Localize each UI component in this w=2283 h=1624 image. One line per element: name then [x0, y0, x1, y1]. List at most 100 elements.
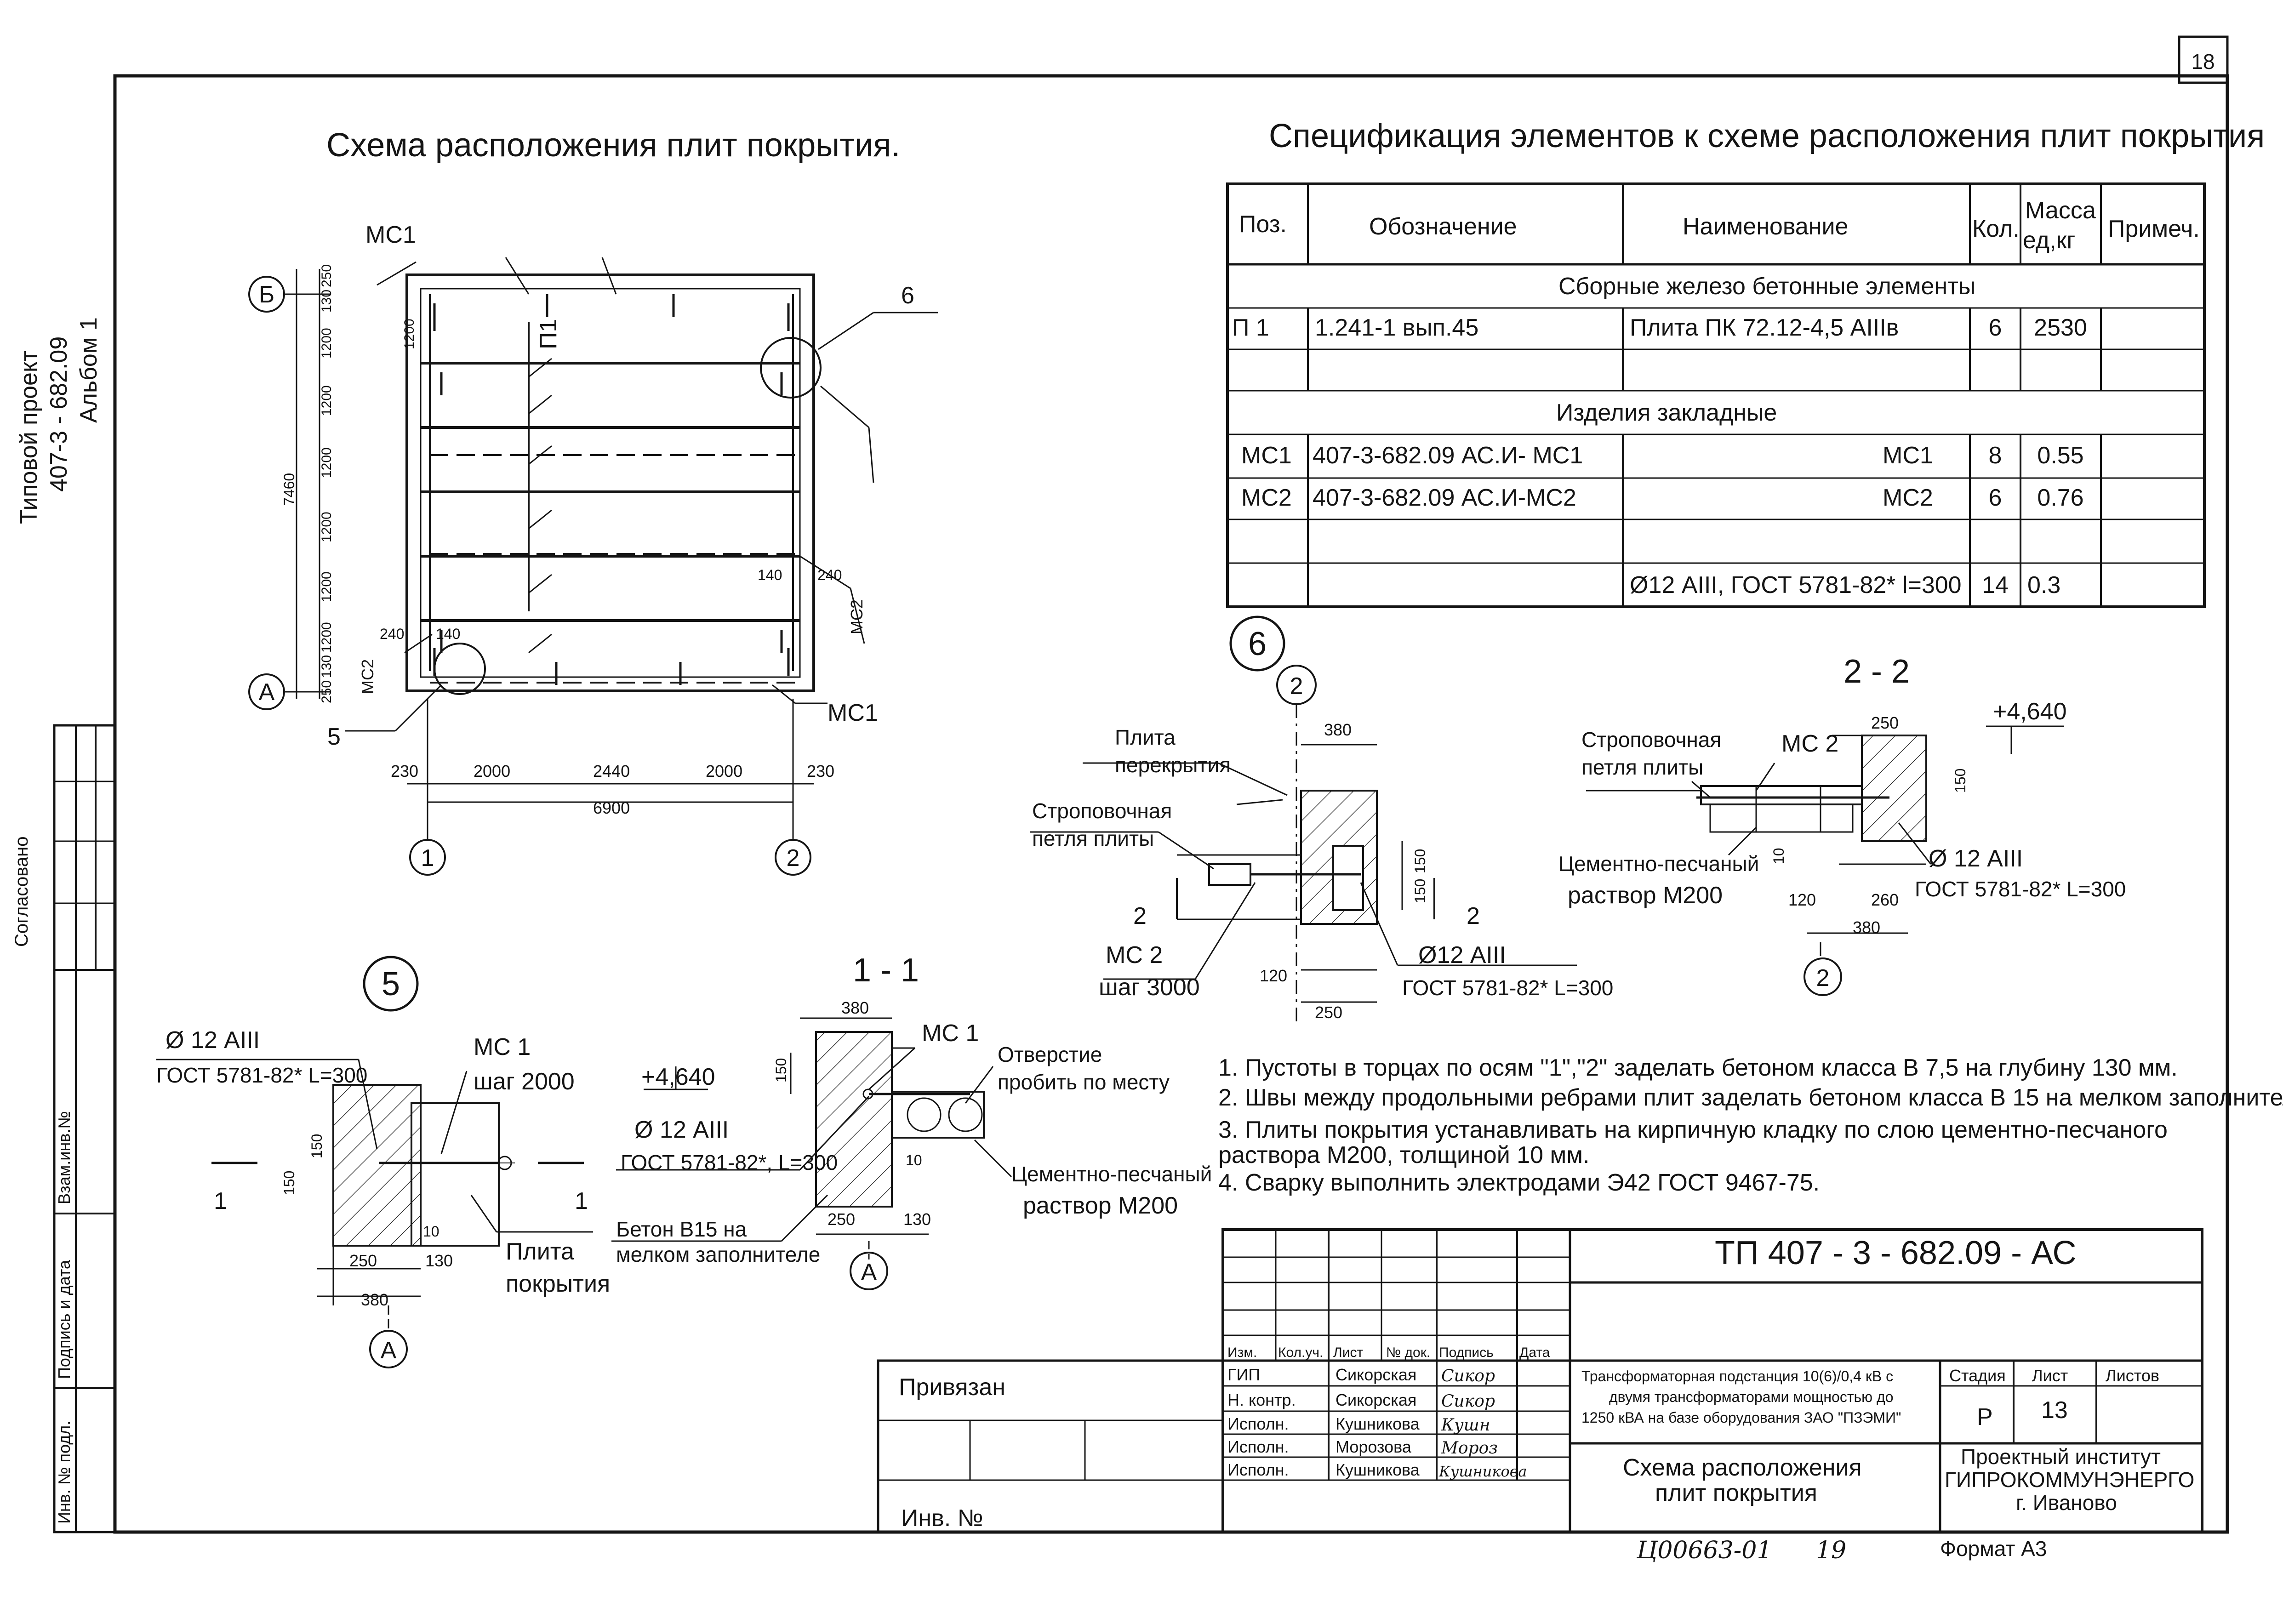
spec-section-1: Сборные железо бетонные элементы [1558, 273, 1975, 300]
spec-h-pos: Поз. [1239, 211, 1287, 238]
label-mc2-left: МС2 [358, 659, 377, 694]
section11-mc1: МС 1 [922, 1020, 979, 1047]
tb-h-izm: Изм. [1227, 1345, 1257, 1360]
dim-2000-left: 2000 [474, 762, 510, 781]
dim-240-left: 240 [380, 626, 404, 642]
note-3-cont: раствора М200, толщиной 10 мм. [1218, 1142, 1589, 1168]
detail5-mc1: МС 1 [474, 1034, 531, 1060]
detail-5: 5 А Ø 12 АIII ГОСТ 5781-82* L=300 МС 1 ш… [156, 956, 610, 1368]
tb-sheets-h: Листов [2106, 1366, 2159, 1385]
tb-stage-h: Стадия [1949, 1366, 2006, 1385]
tb-sign-1: Сикор [1441, 1367, 1495, 1385]
note-4: 4. Сварку выполнить электродами Э42 ГОСТ… [1218, 1169, 1820, 1196]
spec-r1-qty: 6 [1989, 314, 2002, 341]
note-1: 1. Пустоты в торцах по осям "1","2" заде… [1218, 1054, 2178, 1081]
detail6-loop-2: петля плиты [1032, 826, 1154, 850]
section11-d10: 10 [906, 1152, 922, 1168]
callout-5-plan: 5 [327, 724, 341, 750]
section11-d130: 130 [903, 1210, 931, 1229]
axis-b-label: Б [259, 281, 274, 308]
tb-org-2: ГИПРОКОММУНЭНЕРГО [1945, 1468, 2194, 1492]
label-mc2-right: МС2 [847, 599, 866, 634]
spec-r4-mass: 0.3 [2027, 572, 2060, 598]
tb-object-3: 1250 кВА на базе оборудования ЗАО "ПЗЭМИ… [1581, 1409, 1901, 1426]
tb-h-sign: Подпись [1439, 1345, 1494, 1360]
spec-r4-name: Ø12 АIII, ГОСТ 5781-82* l=300 [1630, 572, 1962, 598]
slab-layout-plan [345, 257, 938, 732]
note-3: 3. Плиты покрытия устанавливать на кирпи… [1218, 1117, 2168, 1143]
detail6-d120: 120 [1260, 966, 1287, 985]
inv-orig-label: Инв. № подл. [55, 1421, 74, 1524]
detail6-plate-2: перекрытия [1115, 753, 1231, 777]
spec-r3-mass: 0.76 [2037, 484, 2083, 511]
section22-mortar-2: раствор М200 [1568, 882, 1723, 909]
detail6-d150a: 150 [1412, 849, 1428, 873]
callout-6-plan: 6 [901, 282, 914, 309]
tb-name-5: Кушникова [1336, 1460, 1420, 1479]
dim-250-top: 250 [319, 264, 334, 287]
section22-axis: 2 [1816, 965, 1830, 991]
tb-handwritten-num: 19 [1816, 1537, 1846, 1564]
project-line-2: 407-3 - 682.09 [46, 336, 72, 492]
title-block [877, 1228, 2203, 1533]
detail5-axis: А [381, 1337, 397, 1364]
axis-2-label: 2 [787, 845, 800, 872]
tb-sign-2: Сикор [1441, 1392, 1495, 1411]
tb-role-2: Н. контр. [1227, 1390, 1296, 1409]
detail6-cut-left: 2 [1133, 903, 1147, 929]
dim-1200-1: 1200 [319, 328, 334, 359]
tb-sign-4: Мороз [1441, 1439, 1498, 1458]
spec-h-qty: Кол. [1972, 216, 2020, 242]
dim-250-bottom: 250 [319, 680, 334, 703]
dim-140-right: 140 [758, 567, 782, 583]
dim-1200-4: 1200 [319, 512, 334, 542]
axis-1-label: 1 [421, 845, 434, 872]
spec-r1-pos: П 1 [1232, 314, 1269, 341]
section22-d150: 150 [1952, 769, 1969, 793]
spec-r2-designation: 407-3-682.09 АС.И- МС1 [1313, 442, 1583, 469]
tb-role-4: Исполн. [1227, 1437, 1289, 1456]
detail5-cut-left: 1 [214, 1188, 227, 1214]
detail5-plate-1: Плита [506, 1238, 574, 1265]
detail5-rod: Ø 12 АIII [166, 1027, 260, 1054]
detail6-rod: Ø12 АIII [1418, 942, 1506, 969]
spec-r2-pos: МС1 [1241, 442, 1292, 469]
tb-sheet-h: Лист [2032, 1366, 2068, 1385]
label-mc1-bottom: МС1 [828, 700, 878, 726]
section11-gost: ГОСТ 5781-82*, L=300 [621, 1151, 838, 1174]
detail5-cut-right: 1 [575, 1188, 588, 1214]
section11-mortar-2: раствор М200 [1023, 1192, 1178, 1219]
section11-title: 1 - 1 [853, 952, 919, 989]
detail5-d150b: 150 [281, 1171, 297, 1195]
spec-r3-qty: 6 [1989, 484, 2002, 511]
detail5-d10: 10 [423, 1223, 439, 1240]
side-approval-stamp: Согласовано Взам.инв.№ Подпись и дата Ин… [11, 724, 116, 1533]
detail5-step: шаг 2000 [474, 1068, 575, 1095]
spec-r1-name: Плита ПК 72.12-4,5 АIIIв [1630, 314, 1899, 341]
spec-r3-designation: 407-3-682.09 АС.И-МС2 [1313, 484, 1576, 511]
tb-sign-3: Кушн [1441, 1416, 1490, 1435]
section11-concrete-1: Бетон В15 на [616, 1217, 747, 1241]
tb-name-3: Кушникова [1336, 1414, 1420, 1433]
tb-role-1: ГИП [1227, 1365, 1260, 1384]
section11-d380: 380 [841, 998, 869, 1017]
detail6-callout: 6 [1248, 626, 1267, 662]
section22-gost: ГОСТ 5781-82* L=300 [1915, 877, 2126, 901]
agreed-label: Согласовано [11, 836, 32, 947]
spec-r4-qty: 14 [1982, 572, 2009, 598]
label-mc1-top: МС1 [365, 222, 416, 248]
sheet-number: 18 [2191, 50, 2215, 74]
detail5-d130: 130 [425, 1251, 453, 1270]
dim-6900: 6900 [593, 798, 630, 817]
spec-table [1226, 182, 2206, 608]
spec-h-note: Примеч. [2108, 216, 2200, 242]
detail6-loop-1: Строповочная [1032, 799, 1172, 823]
dim-230-right: 230 [807, 762, 834, 781]
dim-130-bottom: 130 [319, 655, 334, 678]
section22-mortar-1: Цементно-песчаный [1558, 852, 1759, 876]
spec-header: Поз. Обозначение Наименование Кол. Масса… [1239, 197, 2200, 254]
detail5-d150a: 150 [308, 1134, 325, 1158]
tb-object-1: Трансформаторная подстанция 10(6)/0,4 кВ… [1581, 1368, 1893, 1385]
dim-7460: 7460 [281, 473, 297, 506]
